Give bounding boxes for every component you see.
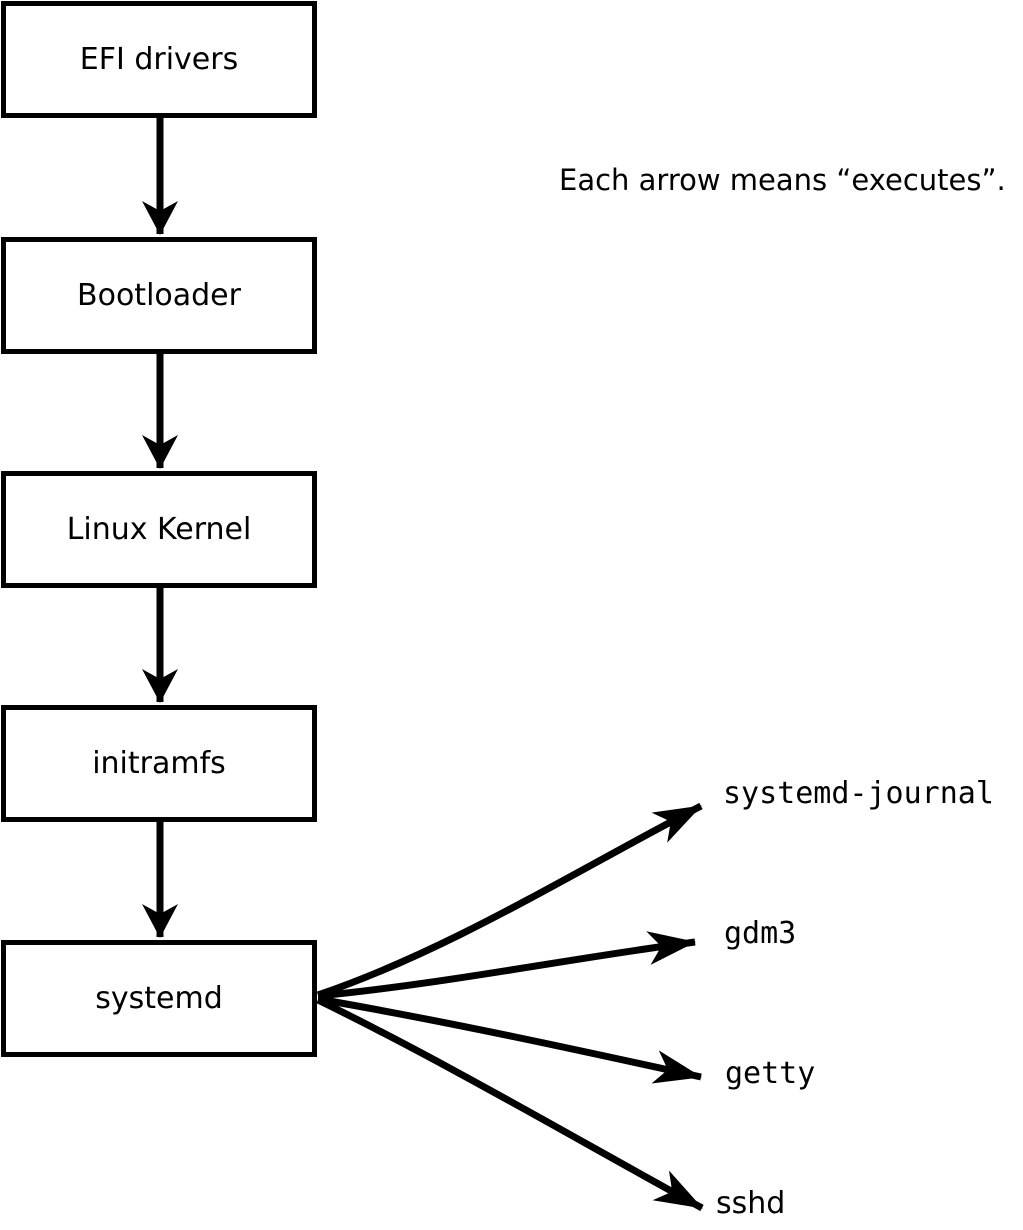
edge-systemd-to-getty [317, 995, 702, 1084]
edge-systemd-to-sshd [316, 996, 704, 1212]
target-label-getty: getty [725, 1056, 816, 1091]
node-label-bootloader: Bootloader [77, 277, 241, 313]
node-label-efi-drivers: EFI drivers [79, 41, 239, 77]
node-box-linux-kernel: Linux Kernel [1, 471, 317, 588]
node-label-initramfs: initramfs [92, 745, 226, 781]
edge-systemd-to-gdm3 [317, 931, 696, 1000]
node-label-linux-kernel: Linux Kernel [66, 511, 252, 547]
target-label-sshd: sshd [716, 1186, 786, 1221]
target-label-gdm3: gdm3 [724, 916, 797, 951]
node-label-systemd: systemd [95, 980, 223, 1016]
edge-systemd-to-journal [316, 802, 703, 999]
target-label-systemd-journal: systemd-journal [723, 776, 994, 811]
node-box-bootloader: Bootloader [1, 237, 317, 354]
node-box-initramfs: initramfs [1, 705, 317, 822]
arrow-meaning-annotation: Each arrow means “executes”. [559, 163, 1006, 197]
node-box-efi-drivers: EFI drivers [1, 1, 317, 118]
node-box-systemd: systemd [1, 940, 317, 1057]
